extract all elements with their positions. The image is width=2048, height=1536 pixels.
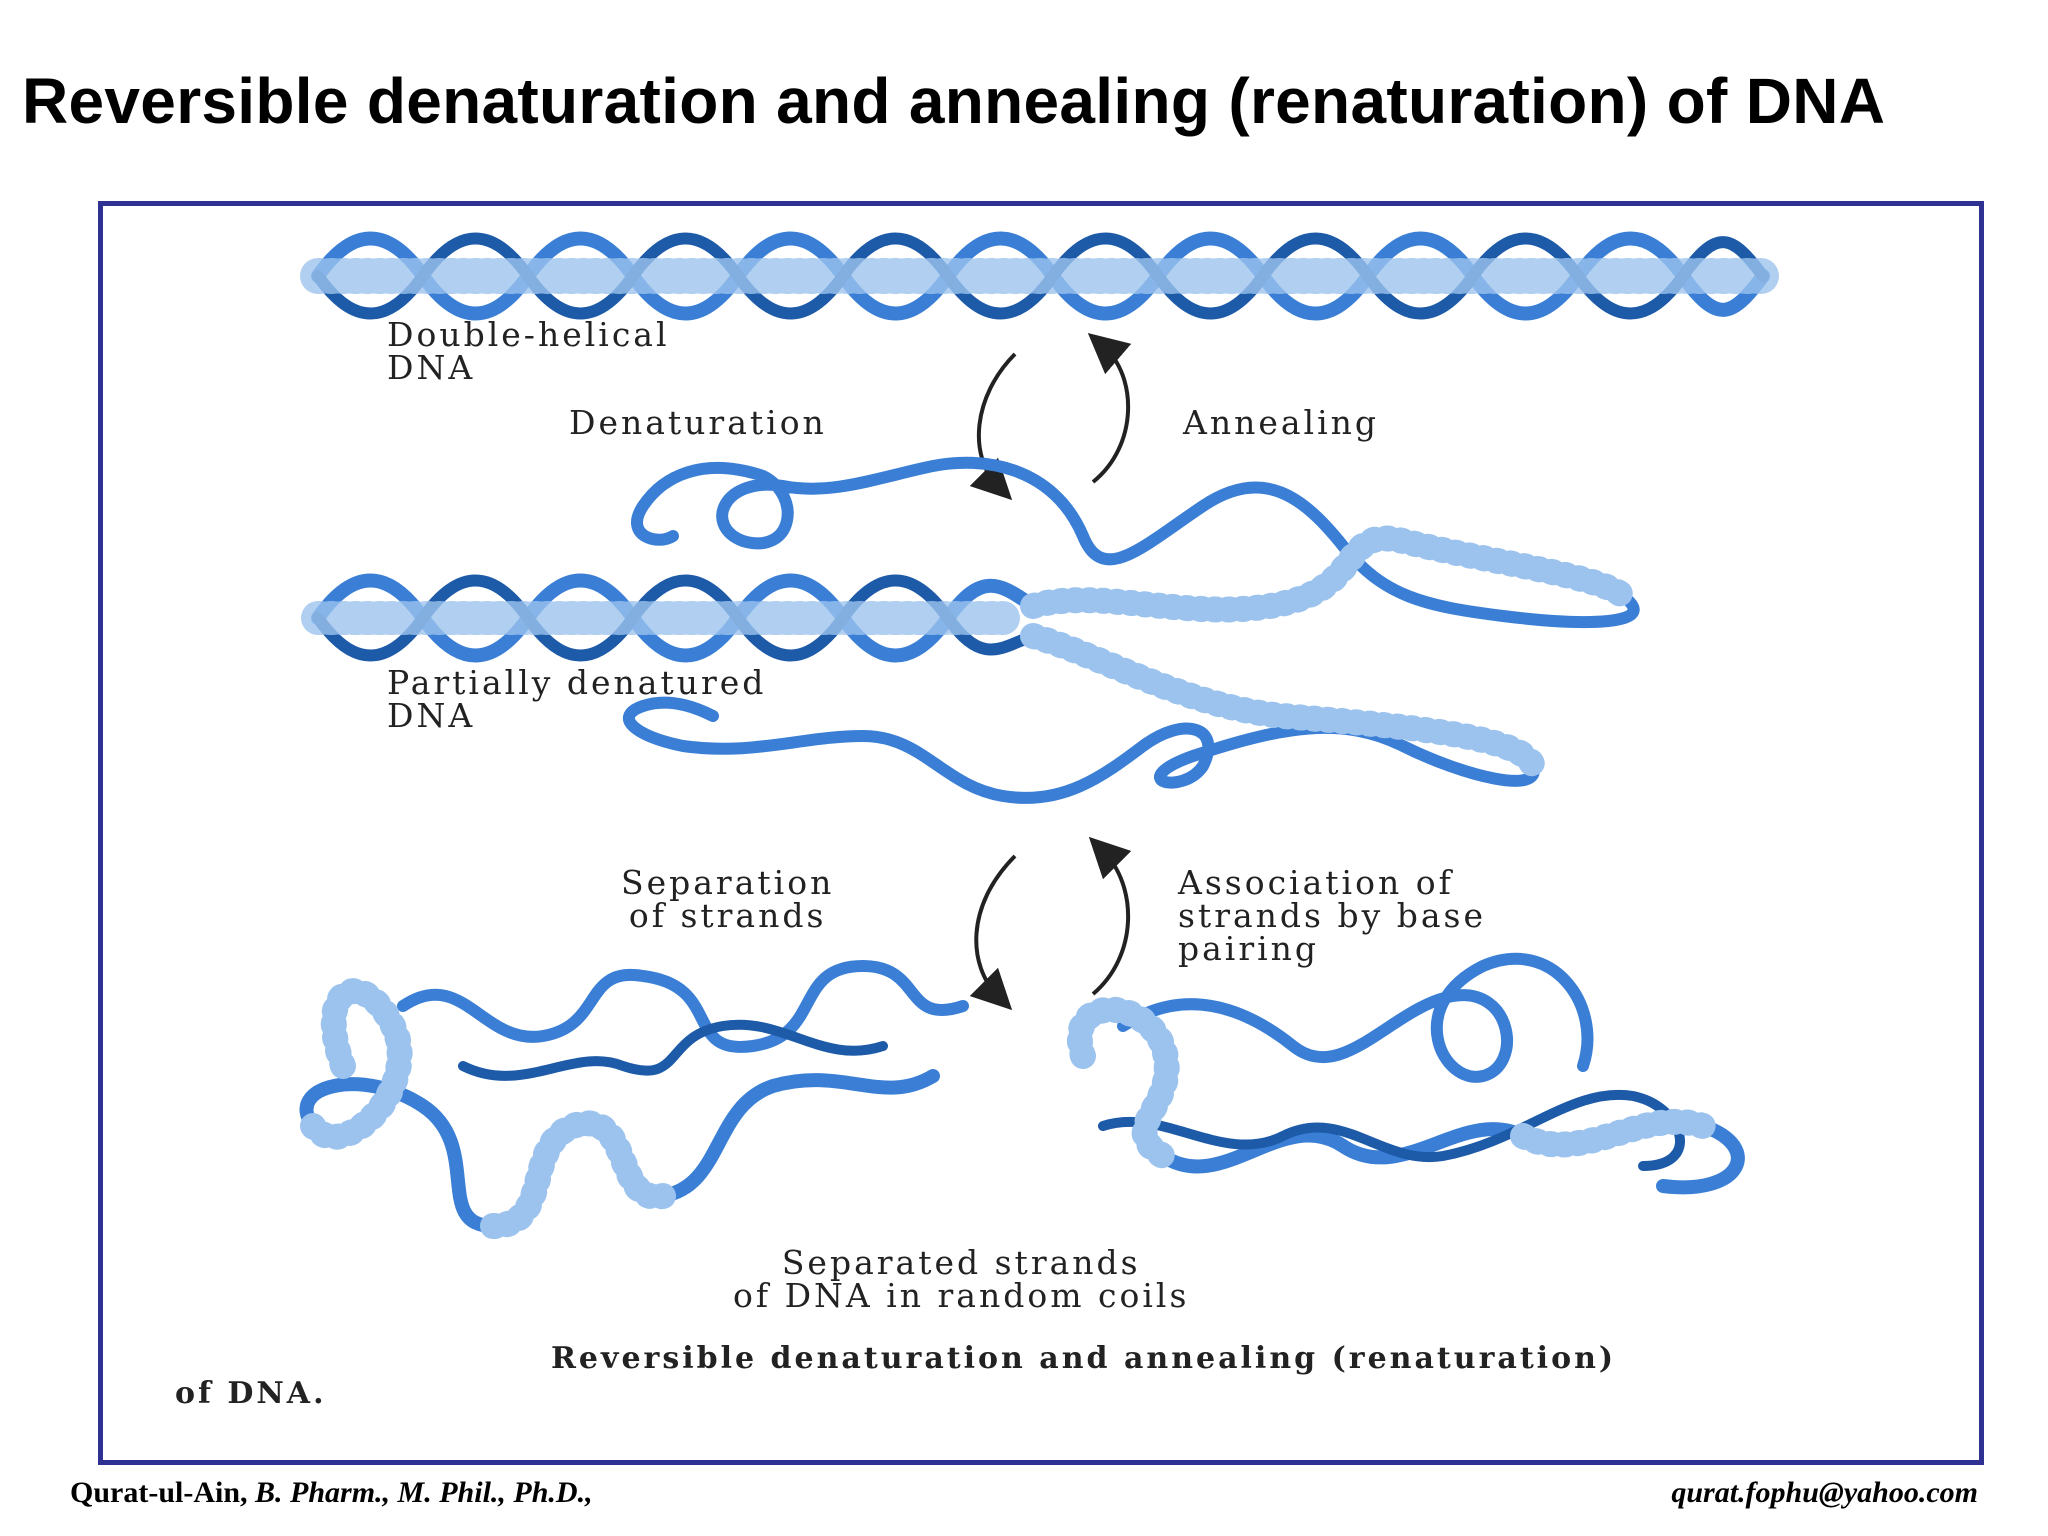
left-random-coil	[299, 959, 969, 1239]
author-degrees: B. Pharm., M. Phil., Ph.D.,	[255, 1476, 593, 1509]
separation-arrow	[969, 854, 1017, 1011]
annealing-arrow	[1087, 332, 1132, 484]
dna-diagram	[299, 231, 1781, 1239]
label-annealing: Annealing	[1183, 403, 1380, 442]
label-line: of strands	[628, 896, 827, 935]
author-name: Qurat-ul-Ain,	[70, 1476, 248, 1509]
figure-caption-line-2: of DNA.	[175, 1376, 327, 1411]
footer-author: Qurat-ul-Ain, B. Pharm., M. Phil., Ph.D.…	[70, 1476, 593, 1510]
label-denaturation: Denaturation	[569, 403, 827, 442]
label-line: Partially denatured	[387, 663, 767, 702]
diagram-frame: Double-helical DNA Denaturation Annealin…	[98, 201, 1984, 1465]
label-line: DNA	[387, 696, 476, 735]
association-arrow	[1088, 836, 1132, 996]
slide-title: Reversible denaturation and annealing (r…	[22, 65, 1886, 137]
label-line: Association of	[1178, 863, 1454, 902]
label-double-helical: Double-helical DNA	[387, 318, 670, 384]
label-line: Separation	[621, 863, 835, 902]
label-separation: Separation of strands	[621, 866, 834, 932]
label-line: strands by base	[1178, 896, 1486, 935]
denaturation-arrow	[969, 352, 1017, 501]
footer-email: qurat.fophu@yahoo.com	[1671, 1476, 1978, 1510]
partial-helix	[301, 573, 1040, 663]
partial-upper-strand	[631, 456, 1640, 628]
partial-lower-strand	[623, 623, 1546, 804]
label-partially-denatured: Partially denatured DNA	[387, 666, 766, 732]
label-line: Separated strands	[781, 1243, 1141, 1282]
label-separated-strands: Separated strands of DNA in random coils	[733, 1246, 1189, 1312]
right-random-coil	[1066, 952, 1745, 1195]
author-email: qurat.fophu@yahoo.com	[1671, 1476, 1978, 1509]
double-helix-top	[300, 231, 1781, 321]
label-line: pairing	[1178, 929, 1320, 968]
figure-caption-line-1: Reversible denaturation and annealing (r…	[551, 1341, 1617, 1376]
label-line: DNA	[387, 348, 476, 387]
label-line: of DNA in random coils	[733, 1276, 1190, 1315]
label-association: Association of strands by base pairing	[1178, 866, 1486, 965]
label-line: Double-helical	[387, 315, 670, 354]
